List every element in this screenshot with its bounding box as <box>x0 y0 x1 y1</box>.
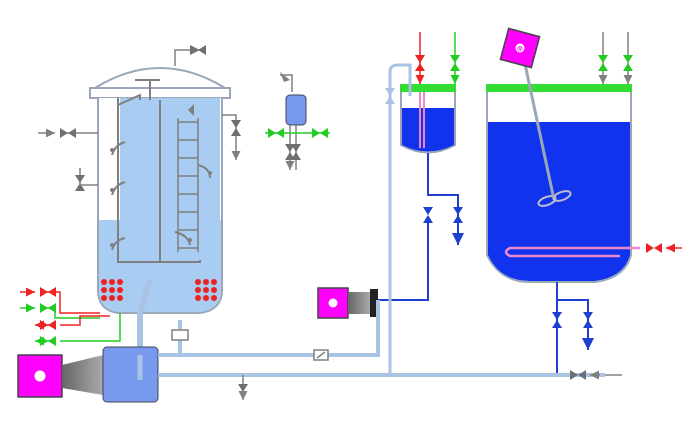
vacuum-valve-icon[interactable] <box>385 88 395 104</box>
reactor-right-drain <box>222 114 241 160</box>
reactor-top-fitting <box>188 104 194 116</box>
condenser-vessel <box>378 32 464 301</box>
condenser-cw-valve-icon[interactable] <box>450 55 460 71</box>
reactor-nozzles <box>111 141 211 251</box>
transfer-pump-head <box>370 289 378 317</box>
circulation-pump[interactable] <box>17 346 159 403</box>
condenser-liquid <box>402 108 454 152</box>
condensate-valve-icon[interactable] <box>40 320 56 330</box>
cooling-water-valve-icon[interactable] <box>40 303 56 313</box>
filter-cw-in-valve-icon[interactable] <box>268 128 284 138</box>
reactor-inner-column <box>120 98 220 222</box>
svg-text:⊗: ⊗ <box>515 43 524 53</box>
transfer-pump[interactable] <box>317 287 378 319</box>
main-piping <box>137 300 622 400</box>
storage-drain-valve-icon[interactable] <box>583 312 593 328</box>
storage-inlet-valve-1-icon[interactable] <box>598 55 608 71</box>
cooling-return-valve-icon[interactable] <box>40 336 56 346</box>
storage-outlet-valve-icon[interactable] <box>552 312 562 328</box>
side-inlet-valve-icon[interactable] <box>60 128 76 138</box>
circulation-pump-casing <box>102 346 159 403</box>
reactor-ladder <box>177 118 199 252</box>
storage-lid <box>486 84 632 92</box>
sight-glass-icon <box>171 329 189 341</box>
storage-heating-coil <box>504 246 640 258</box>
transfer-motor-icon <box>327 297 339 309</box>
reactor-drain-valve-icon[interactable] <box>231 120 241 136</box>
motor-icon <box>514 42 526 54</box>
agitator-shaft <box>520 49 555 196</box>
storage-vessel: ⊗ <box>486 27 682 375</box>
reactor-flange <box>89 87 231 99</box>
reactor-dome <box>91 67 229 89</box>
reactor-side-inlet <box>38 128 98 191</box>
agitator-blade-left <box>537 195 557 207</box>
vent-valve-icon[interactable] <box>190 45 206 55</box>
reactor-vessel <box>89 67 231 355</box>
condenser-steam-valve-icon[interactable] <box>415 55 425 71</box>
reactor-vent-line <box>174 45 206 66</box>
condenser-coil <box>419 92 425 148</box>
agitator-motor[interactable]: ⊗ <box>499 27 541 69</box>
filter-cw-out-valve-icon[interactable] <box>312 128 328 138</box>
filter-bypass-valve-icon[interactable] <box>285 144 295 160</box>
sample-valve-icon[interactable] <box>75 175 85 191</box>
filter <box>265 72 330 170</box>
transfer-pump-casing <box>348 292 370 314</box>
condenser-outlet-valve-icon[interactable] <box>423 207 433 223</box>
agitator-blade-right <box>552 190 572 202</box>
condenser-drain-valve-icon[interactable] <box>453 207 463 223</box>
circulation-motor-icon <box>33 369 47 383</box>
storage-inlet-valve-2-icon[interactable] <box>623 55 633 71</box>
circulation-pump-coupling <box>62 355 103 395</box>
heating-element-left <box>101 279 123 301</box>
storage-steam-valve-icon[interactable] <box>646 243 662 253</box>
condenser-lid <box>400 84 456 92</box>
steam-valve-icon[interactable] <box>40 287 56 297</box>
vacuum-line <box>385 63 412 375</box>
heating-element-right <box>195 279 217 301</box>
filter-body <box>285 94 307 126</box>
utility-lines <box>20 287 121 346</box>
main-drain-valve-icon[interactable] <box>238 384 248 392</box>
main-outlet-valve-icon[interactable] <box>570 370 586 380</box>
filter-outlet-valve-icon[interactable] <box>291 144 301 160</box>
